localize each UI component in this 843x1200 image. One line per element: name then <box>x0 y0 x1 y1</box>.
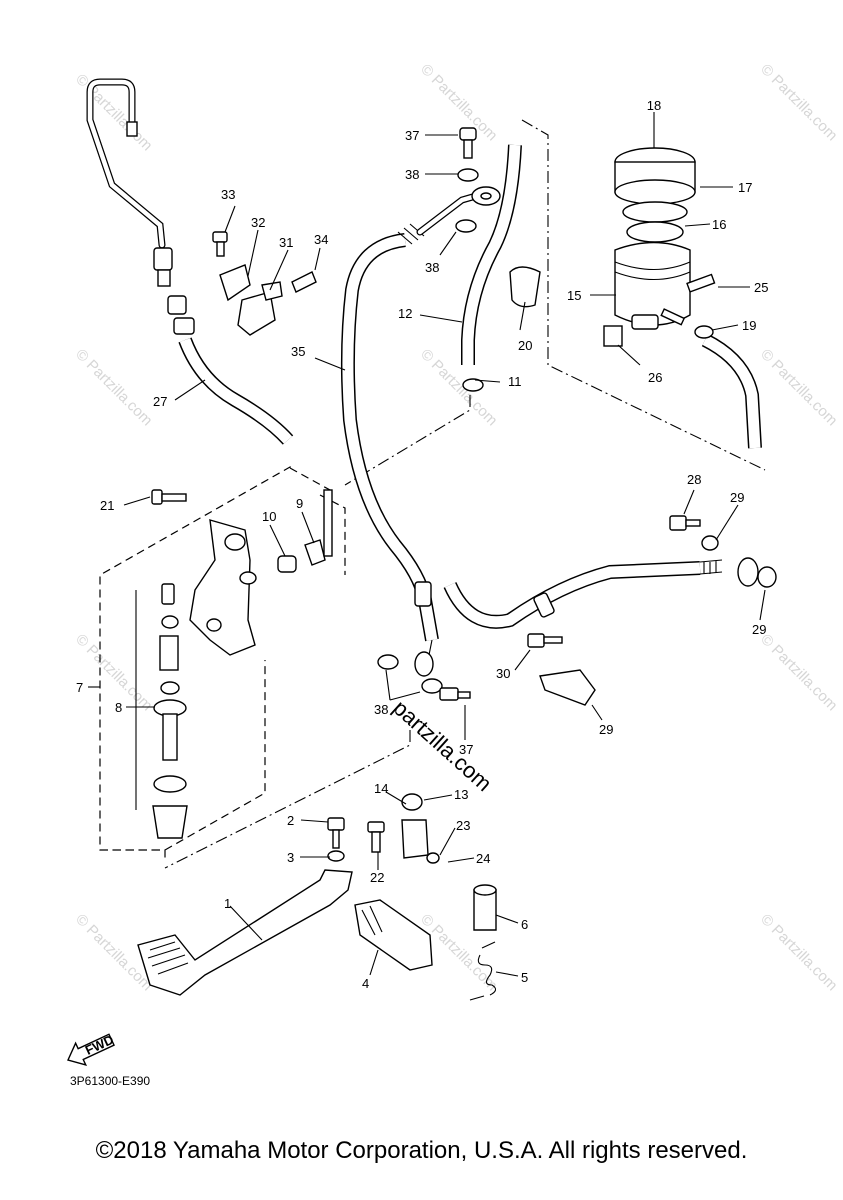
brake-hose-lower <box>443 561 701 629</box>
callout-27[interactable]: 27 <box>153 394 167 409</box>
callout-32[interactable]: 31 <box>279 235 293 250</box>
reference-line <box>521 119 766 471</box>
callout-29-top[interactable]: 29 <box>730 490 744 505</box>
callout-28[interactable]: 28 <box>687 472 701 487</box>
brake-pipe <box>86 78 195 335</box>
reference-line <box>164 730 411 869</box>
banjo-fitting-lower <box>414 651 434 677</box>
callout-6[interactable]: 6 <box>521 917 528 932</box>
watermark: © Partzilla.com <box>72 631 155 714</box>
callout-20[interactable]: 20 <box>518 338 532 353</box>
callout-3[interactable]: 3 <box>287 850 294 865</box>
callout-26[interactable]: 26 <box>648 370 662 385</box>
callout-37-top[interactable]: 37 <box>405 128 419 143</box>
callout-9[interactable]: 9 <box>296 496 303 511</box>
callout-33[interactable]: 32 <box>251 215 265 230</box>
callout-23[interactable]: 23 <box>456 818 470 833</box>
callout-31[interactable]: 30 <box>496 666 510 681</box>
banjo-fitting-right <box>737 557 759 587</box>
callout-37-low[interactable]: 37 <box>459 742 473 757</box>
copyright-notice: ©2018 Yamaha Motor Corporation, U.S.A. A… <box>95 1137 748 1164</box>
fwd-label: FWD <box>83 1032 116 1058</box>
right-hardware <box>377 515 777 706</box>
watermark: © Partzilla.com <box>417 61 500 144</box>
brake-pedal <box>137 869 353 996</box>
callout-10[interactable]: 10 <box>262 509 276 524</box>
callout-12[interactable]: 12 <box>398 306 412 321</box>
callout-24[interactable]: 24 <box>476 851 490 866</box>
piston-components <box>135 583 188 839</box>
callout-4[interactable]: 4 <box>362 976 369 991</box>
callout-1[interactable]: 1 <box>224 896 231 911</box>
callout-34[interactable]: 33 <box>221 187 235 202</box>
callout-7[interactable]: 7 <box>76 680 83 695</box>
parts-diagram: © Partzilla.com © Partzilla.com © Partzi… <box>67 61 841 1067</box>
callout-8[interactable]: 8 <box>115 700 122 715</box>
callout-30[interactable]: 29 <box>599 722 613 737</box>
callout-5[interactable]: 5 <box>521 970 528 985</box>
callout-38-top[interactable]: 38 <box>405 167 419 182</box>
callout-11[interactable]: 11 <box>508 374 522 389</box>
top-hardware <box>455 127 541 392</box>
hose-collar <box>533 592 555 618</box>
callout-17[interactable]: 17 <box>738 180 752 195</box>
callout-15[interactable]: 15 <box>567 288 581 303</box>
fwd-arrow: FWD <box>67 1032 116 1067</box>
callout-38-mid[interactable]: 38 <box>425 260 439 275</box>
callout-38-low[interactable]: 38 <box>374 702 388 717</box>
callouts: 18 17 16 15 25 19 26 20 12 11 37 38 38 3… <box>76 98 768 991</box>
watermark: © Partzilla.com <box>757 61 840 144</box>
watermark: © Partzilla.com <box>72 346 155 429</box>
watermark: © Partzilla.com <box>757 911 840 994</box>
callout-22[interactable]: 22 <box>370 870 384 885</box>
callout-19[interactable]: 19 <box>742 318 756 333</box>
callout-35[interactable]: 34 <box>314 232 328 247</box>
watermark: © Partzilla.com <box>757 631 840 714</box>
bracket-assembly <box>212 231 317 336</box>
callout-29-right[interactable]: 29 <box>752 622 766 637</box>
diagram-code: 3P61300-E390 <box>70 1074 151 1088</box>
callout-16[interactable]: 16 <box>712 217 726 232</box>
callout-2[interactable]: 2 <box>287 813 294 828</box>
callout-18[interactable]: 18 <box>647 98 661 113</box>
guide-dashed <box>319 494 346 575</box>
callout-21[interactable]: 21 <box>100 498 114 513</box>
master-cylinder <box>151 489 333 656</box>
reference-line <box>344 395 471 486</box>
callout-13[interactable]: 13 <box>454 787 468 802</box>
callout-36[interactable]: 35 <box>291 344 305 359</box>
leader-lines <box>88 112 766 977</box>
callout-25[interactable]: 25 <box>754 280 768 295</box>
watermark: © Partzilla.com <box>757 346 840 429</box>
brake-pedal-assembly <box>137 793 497 1001</box>
callout-14[interactable]: 14 <box>374 781 388 796</box>
reservoir-assembly <box>603 147 716 347</box>
